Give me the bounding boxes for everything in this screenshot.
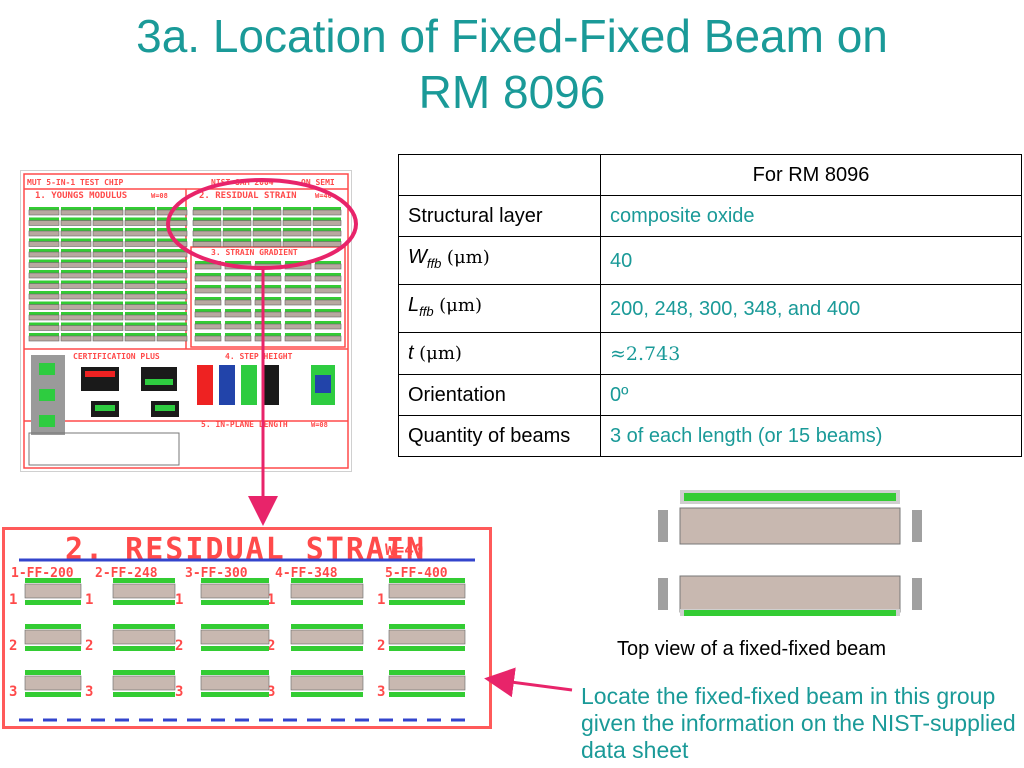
table-row: Quantity of beams 3 of each length (or 1…	[398, 415, 1022, 457]
detail-width-label: W=40	[385, 540, 424, 559]
row-number: 2	[377, 638, 386, 654]
row-number: 2	[9, 638, 18, 654]
length-symbol: Lffb	[408, 294, 434, 319]
beam-caption: Top view of a fixed-fixed beam	[617, 638, 887, 660]
table-row: Structural layer composite oxide	[398, 195, 1022, 237]
row-number: 1	[85, 592, 94, 608]
row-value: 3 of each length (or 15 beams)	[600, 415, 1022, 457]
test-chip-layout: MUT 5-IN-1 TEST CHIP NIST SAM 2004 ON SE…	[23, 173, 349, 469]
column-label: 2-FF-248	[95, 566, 158, 581]
unit-label: (μm)	[439, 295, 482, 316]
table-row: Wffb (μm) 40	[398, 236, 1022, 285]
table-row: For RM 8096	[398, 154, 1022, 196]
chip-header-mid: NIST SAM 2004	[211, 178, 274, 187]
fixed-fixed-beam-top-view	[658, 490, 922, 616]
chip-section-2-width: W=40	[315, 192, 332, 200]
beam-lower	[658, 575, 922, 616]
residual-strain-detail: 2. RESIDUAL STRAIN W=40 1-FF-200 2-FF-24…	[2, 527, 492, 729]
chip-bond-pads	[28, 432, 180, 466]
row-number: 1	[175, 592, 184, 608]
row-number: 1	[9, 592, 18, 608]
row-label: Quantity of beams	[398, 415, 601, 457]
column-label: 3-FF-300	[185, 566, 248, 581]
chip-beam-array	[28, 207, 342, 342]
locate-instruction: Locate the fixed-fixed beam in this grou…	[581, 683, 1016, 763]
row-number: 3	[85, 684, 94, 700]
row-number: 2	[85, 638, 94, 654]
row-number: 3	[9, 684, 18, 700]
unit-label: (μm)	[446, 247, 490, 268]
chip-section-5-label: 5. IN-PLANE LENGTH	[201, 420, 288, 429]
column-label: 4-FF-348	[275, 566, 338, 581]
width-symbol: Wffb	[408, 246, 442, 271]
slide-title: 3a. Location of Fixed-Fixed Beam on RM 8…	[0, 8, 1024, 120]
row-value: ≈2.743	[600, 332, 1022, 375]
row-label: Orientation	[398, 374, 601, 416]
table-row: Orientation 0º	[398, 374, 1022, 416]
row-label: Structural layer	[398, 195, 601, 237]
chip-certification-label: CERTIFICATION PLUS	[73, 352, 160, 361]
row-number: 2	[175, 638, 184, 654]
row-value: composite oxide	[600, 195, 1022, 237]
slide-title-line-1: 3a. Location of Fixed-Fixed Beam on	[136, 10, 888, 62]
table-row: Lffb (μm) 200, 248, 300, 348, and 400	[398, 284, 1022, 333]
row-value: 200, 248, 300, 348, and 400	[600, 284, 1022, 333]
chip-header-right: ON SEMI	[301, 178, 335, 187]
column-label: 5-FF-400	[385, 566, 448, 581]
row-value: 0º	[600, 374, 1022, 416]
row-label: Wffb (μm)	[398, 236, 601, 285]
row-value: 40	[600, 236, 1022, 285]
chip-certification-blocks	[31, 355, 335, 435]
beam-upper	[658, 490, 922, 545]
table-header: For RM 8096	[600, 154, 1022, 196]
pointer-arrow-left	[484, 667, 573, 698]
row-label: Lffb (μm)	[398, 284, 601, 333]
row-number: 3	[267, 684, 276, 700]
row-number: 3	[377, 684, 386, 700]
chip-section-1-width: W=08	[151, 192, 168, 200]
chip-section-4-label: 4. STEP HEIGHT	[225, 352, 293, 361]
column-label: 1-FF-200	[11, 566, 74, 581]
row-number: 1	[267, 592, 276, 608]
detail-beam-array	[19, 558, 475, 722]
chip-section-5-width: W=08	[311, 421, 328, 429]
slide-title-line-2: RM 8096	[418, 66, 606, 118]
chip-section-2-label: 2. RESIDUAL STRAIN	[199, 191, 297, 201]
test-chip-thumbnail: MUT 5-IN-1 TEST CHIP NIST SAM 2004 ON SE…	[20, 170, 352, 472]
row-number: 2	[267, 638, 276, 654]
spec-table: For RM 8096 Structural layer composite o…	[398, 154, 1022, 457]
chip-section-3-label: 3. STRAIN GRADIENT	[211, 248, 298, 257]
thickness-symbol: t	[408, 342, 414, 364]
unit-label: (μm)	[419, 343, 462, 364]
row-number: 1	[377, 592, 386, 608]
chip-section-1-label: 1. YOUNGS MODULUS	[35, 191, 127, 201]
row-number: 3	[175, 684, 184, 700]
table-row: t (μm) ≈2.743	[398, 332, 1022, 375]
chip-header-left: MUT 5-IN-1 TEST CHIP	[27, 178, 124, 187]
row-label: t (μm)	[398, 332, 601, 375]
